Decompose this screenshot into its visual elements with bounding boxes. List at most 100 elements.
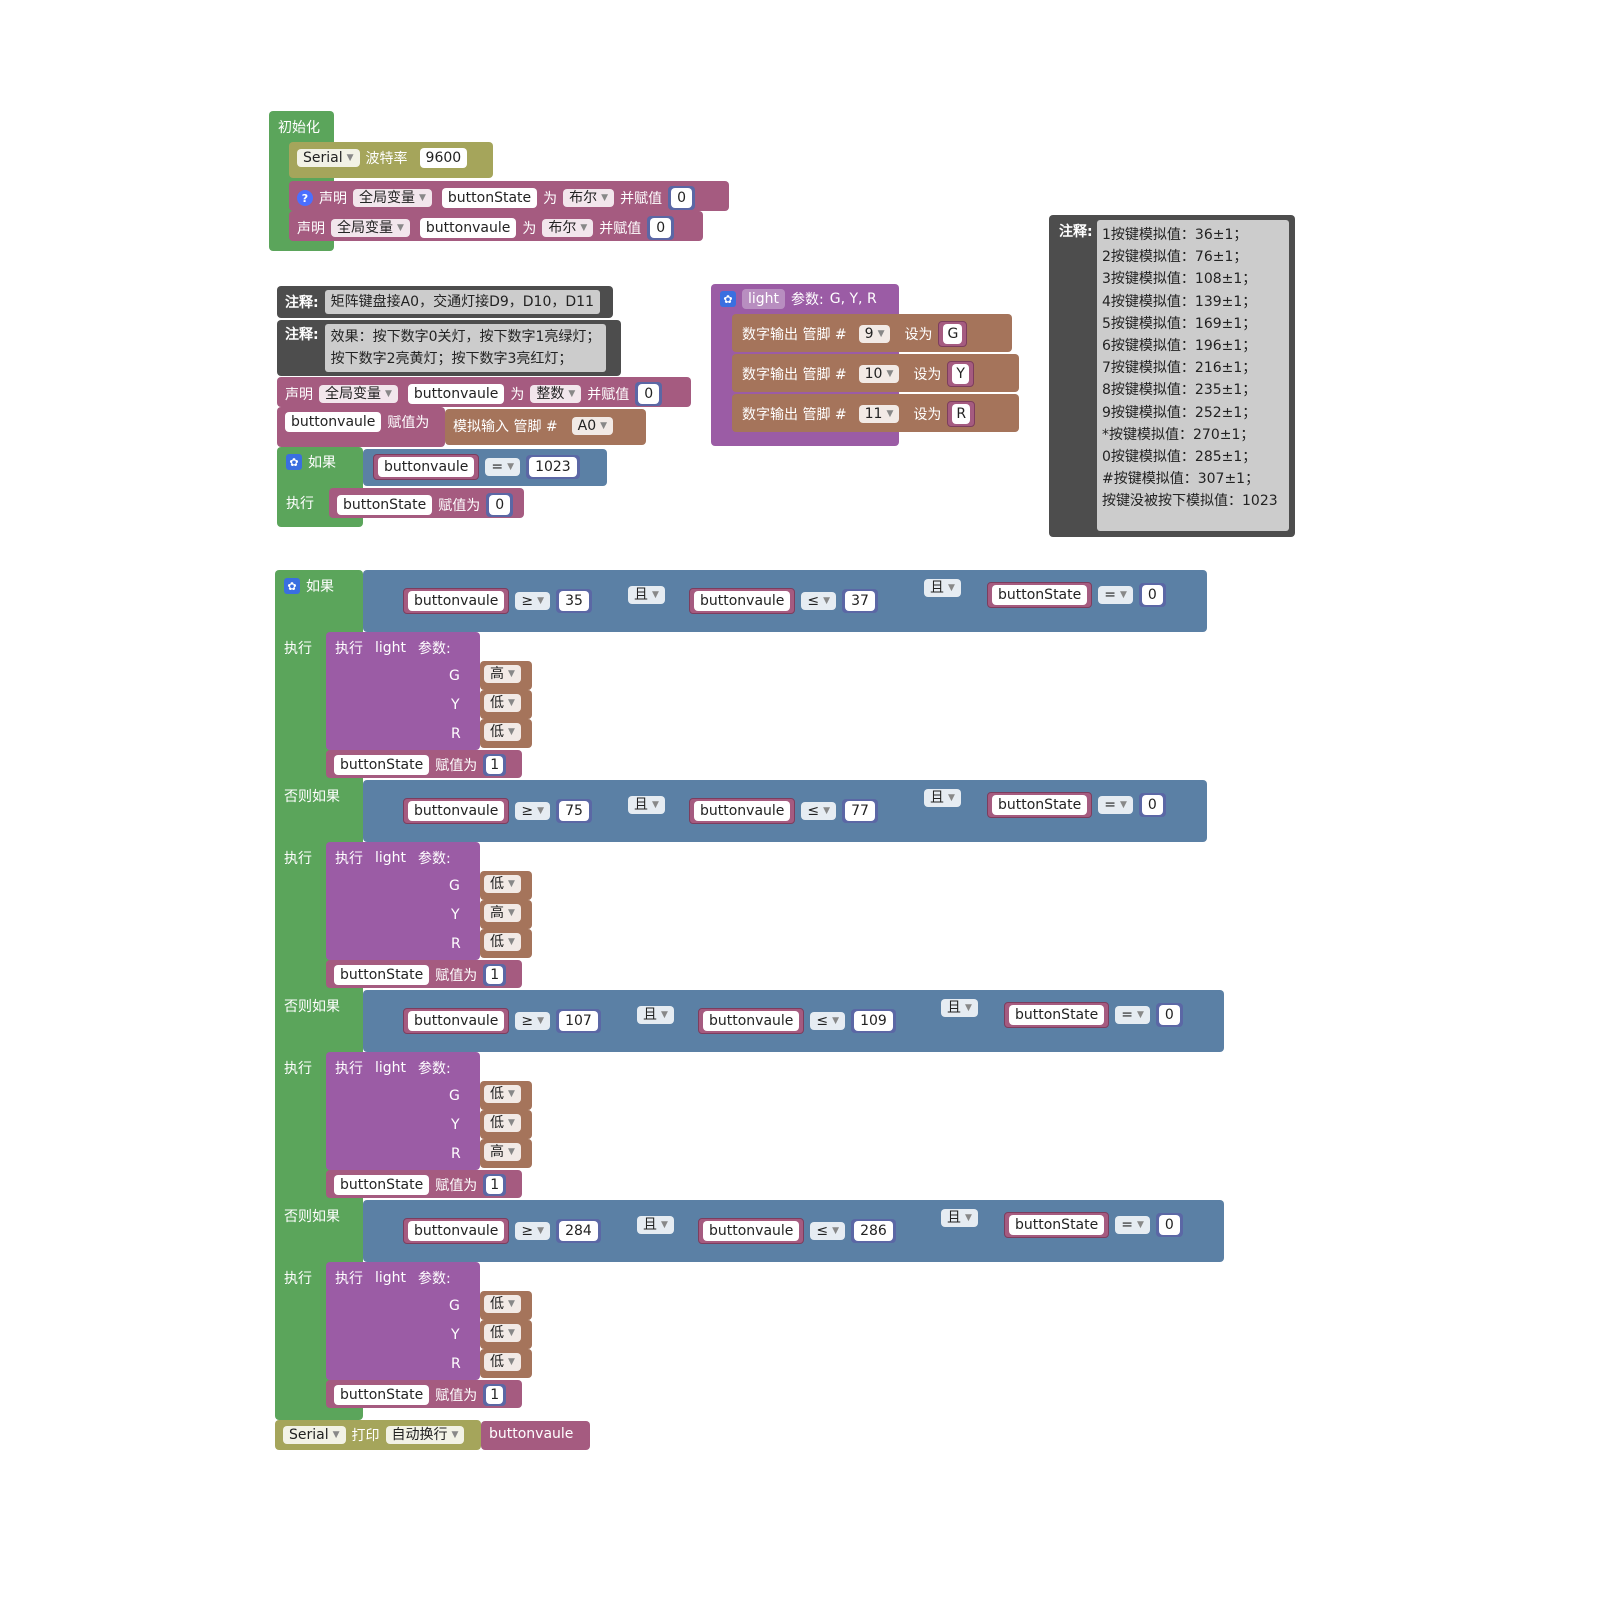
number-field[interactable]: 0 <box>1141 795 1163 815</box>
declare-buttonvaule-block[interactable]: 声明 全局变量▼ buttonvaule 为 布尔▼ 并赋值 0 <box>289 211 703 241</box>
value-dropdown-block[interactable]: 低▼ <box>480 871 532 900</box>
value-field[interactable]: 0 <box>671 188 692 208</box>
value-field[interactable]: 1 <box>486 966 504 984</box>
scope-dropdown[interactable]: 全局变量▼ <box>331 219 410 237</box>
serial-begin-block[interactable]: Serial▼ 波特率 9600 <box>289 142 493 178</box>
value-field[interactable]: 1 <box>486 1176 504 1194</box>
newline-dropdown[interactable]: 自动换行▼ <box>385 1426 465 1444</box>
serial-dropdown[interactable]: Serial▼ <box>297 149 360 167</box>
operator-dropdown[interactable]: ≥▼ <box>515 592 551 610</box>
operator-dropdown[interactable]: ≤▼ <box>810 1222 846 1240</box>
value-field[interactable]: 0 <box>489 495 511 515</box>
arg-getter[interactable]: G <box>938 321 968 347</box>
pin-dropdown[interactable]: 11▼ <box>858 405 900 423</box>
serial-print-block[interactable]: Serial▼ 打印 自动换行▼ <box>275 1420 481 1450</box>
var-getter-block[interactable]: buttonvaule <box>481 1421 590 1450</box>
var-name-field[interactable]: buttonState <box>334 755 430 775</box>
number-field[interactable]: 284 <box>559 1221 598 1241</box>
gear-icon[interactable]: ✿ <box>286 454 302 470</box>
and-dropdown[interactable]: 且▼ <box>924 789 961 807</box>
type-dropdown[interactable]: 整数▼ <box>530 385 582 403</box>
var-getter[interactable]: buttonvaule <box>403 1008 510 1034</box>
and-dropdown[interactable]: 且▼ <box>941 1209 978 1227</box>
number-block[interactable]: 0 <box>1155 1213 1183 1237</box>
digital-write-row[interactable]: 数字输出 管脚 # 10▼ 设为 Y <box>732 354 1019 392</box>
level-dropdown[interactable]: 低▼ <box>484 723 521 741</box>
pin-dropdown[interactable]: 10▼ <box>858 365 900 383</box>
call-light-block[interactable]: 执行 light 参数: G Y R <box>326 632 480 750</box>
scope-dropdown[interactable]: 全局变量▼ <box>319 385 398 403</box>
serial-dropdown[interactable]: Serial▼ <box>283 1426 346 1444</box>
level-dropdown[interactable]: 低▼ <box>484 1324 521 1342</box>
condition-row-2[interactable]: buttonvaule ≥▼ 75 且▼ buttonvaule ≤▼ 77 且… <box>363 780 1207 842</box>
var-getter[interactable]: buttonvaule <box>689 798 796 824</box>
level-dropdown[interactable]: 低▼ <box>484 1085 521 1103</box>
function-name-field[interactable]: light <box>742 289 786 309</box>
number-field[interactable]: 286 <box>854 1221 893 1241</box>
number-block[interactable]: 284 <box>556 1219 601 1243</box>
number-block[interactable]: 109 <box>851 1009 896 1033</box>
number-block[interactable]: 77 <box>842 799 878 823</box>
operator-dropdown[interactable]: =▼ <box>1098 796 1133 814</box>
level-dropdown[interactable]: 低▼ <box>484 1295 521 1313</box>
number-block[interactable]: 286 <box>851 1219 896 1243</box>
number-block[interactable]: 107 <box>556 1009 601 1033</box>
value-block[interactable]: 0 <box>635 382 663 406</box>
value-dropdown-block[interactable]: 高▼ <box>480 661 532 690</box>
var-name-field[interactable]: buttonvaule <box>407 384 505 404</box>
number-field[interactable]: 0 <box>1141 585 1163 605</box>
and-dropdown[interactable]: 且▼ <box>637 1006 674 1024</box>
var-getter[interactable]: buttonvaule <box>698 1008 805 1034</box>
and-dropdown[interactable]: 且▼ <box>628 586 665 604</box>
var-name-field[interactable]: buttonState <box>441 188 538 208</box>
value-block[interactable]: 1 <box>483 754 507 776</box>
and-dropdown[interactable]: 且▼ <box>924 579 961 597</box>
value-block[interactable]: 0 <box>668 186 695 210</box>
var-name-field[interactable]: buttonState <box>334 1385 430 1405</box>
level-dropdown[interactable]: 低▼ <box>484 875 521 893</box>
operator-dropdown[interactable]: ≥▼ <box>515 802 551 820</box>
value-dropdown-block[interactable]: 低▼ <box>480 690 532 719</box>
declare-int-block[interactable]: 声明 全局变量▼ buttonvaule 为 整数▼ 并赋值 0 <box>277 377 691 407</box>
var-name-field[interactable]: buttonvaule <box>419 218 517 238</box>
value-field[interactable]: 0 <box>650 218 672 238</box>
comment-wiring-block[interactable]: 注释: 矩阵键盘接A0，交通灯接D9，D10，D11 <box>277 286 613 318</box>
arg-getter[interactable]: Y <box>947 361 974 387</box>
type-dropdown[interactable]: 布尔▼ <box>563 189 615 207</box>
level-dropdown[interactable]: 低▼ <box>484 694 521 712</box>
number-block[interactable]: 1023 <box>526 455 580 479</box>
value-dropdown-block[interactable]: 低▼ <box>480 1291 532 1320</box>
value-dropdown-block[interactable]: 低▼ <box>480 1349 532 1378</box>
condition-row-3[interactable]: buttonvaule ≥▼ 107 且▼ buttonvaule ≤▼ 109… <box>363 990 1224 1052</box>
number-field[interactable]: 77 <box>845 801 875 821</box>
gear-icon[interactable]: ✿ <box>720 291 736 307</box>
level-dropdown[interactable]: 低▼ <box>484 933 521 951</box>
operator-dropdown[interactable]: =▼ <box>1115 1216 1150 1234</box>
var-name-field[interactable]: buttonvaule <box>285 412 382 432</box>
comment-text[interactable]: 矩阵键盘接A0，交通灯接D9，D10，D11 <box>324 290 600 314</box>
pin-dropdown[interactable]: 9▼ <box>858 325 891 343</box>
assign-state-block[interactable]: buttonState 赋值为 1 <box>326 960 522 988</box>
value-dropdown-block[interactable]: 高▼ <box>480 1139 532 1168</box>
value-field[interactable]: 0 <box>638 384 660 404</box>
operator-dropdown[interactable]: ≥▼ <box>515 1012 551 1030</box>
assign-state-block[interactable]: buttonState 赋值为 0 <box>329 488 524 518</box>
assign-state-block[interactable]: buttonState 赋值为 1 <box>326 750 522 778</box>
and-dropdown[interactable]: 且▼ <box>637 1216 674 1234</box>
analog-read-block[interactable]: 模拟输入 管脚 # A0▼ <box>445 409 646 445</box>
assign-analog-block[interactable]: buttonvaule 赋值为 <box>277 407 445 447</box>
digital-write-row[interactable]: 数字输出 管脚 # 11▼ 设为 R <box>732 394 1019 432</box>
value-block[interactable]: 0 <box>486 493 514 517</box>
number-block[interactable]: 35 <box>556 589 592 613</box>
baud-input[interactable]: 9600 <box>419 148 468 168</box>
operator-dropdown[interactable]: =▼ <box>485 458 521 476</box>
number-block[interactable]: 0 <box>1138 583 1166 607</box>
var-name-field[interactable]: buttonState <box>334 965 430 985</box>
var-getter[interactable]: buttonvaule <box>403 1218 510 1244</box>
number-field[interactable]: 75 <box>559 801 589 821</box>
var-getter[interactable]: buttonvaule <box>689 588 796 614</box>
level-dropdown[interactable]: 低▼ <box>484 1114 521 1132</box>
number-field[interactable]: 107 <box>559 1011 598 1031</box>
comment-text[interactable]: 效果：按下数字0关灯，按下数字1亮绿灯； 按下数字2亮黄灯；按下数字3亮红灯； <box>324 324 607 372</box>
var-name-field[interactable]: buttonState <box>334 1175 430 1195</box>
